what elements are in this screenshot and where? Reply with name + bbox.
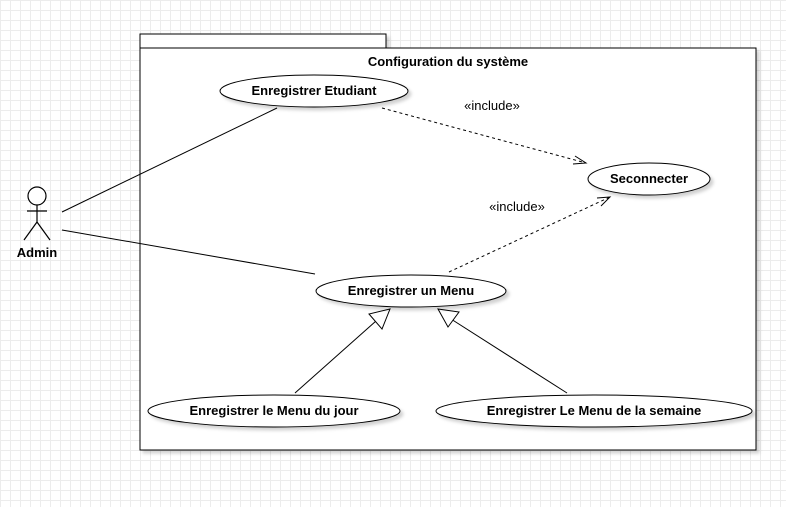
use-case-label: Enregistrer Etudiant: [252, 83, 378, 98]
include-menu-seconnecter[interactable]: [448, 196, 612, 273]
open-arrowhead-icon: [596, 196, 612, 207]
hollow-triangle-arrowhead-icon: [437, 308, 460, 328]
use-case-menu-du-jour[interactable]: Enregistrer le Menu du jour: [147, 394, 401, 428]
include-etudiant-seconnecter[interactable]: [381, 107, 588, 165]
open-arrowhead-icon: [572, 155, 588, 165]
use-case-label: Enregistrer le Menu du jour: [189, 403, 358, 418]
hollow-triangle-arrowhead-icon: [368, 308, 391, 330]
use-case-enregistrer-menu[interactable]: Enregistrer un Menu: [315, 274, 507, 308]
association-admin-menu[interactable]: [61, 229, 316, 275]
stick-figure-icon: [23, 186, 51, 241]
generalization-semaine-menu[interactable]: [437, 308, 568, 394]
system-boundary[interactable]: Configuration du système: [139, 33, 757, 451]
actor-label: Admin: [17, 245, 58, 260]
use-case-label: Seconnecter: [610, 171, 688, 186]
include-label-2: «include»: [489, 199, 545, 214]
use-case-seconnecter[interactable]: Seconnecter: [587, 162, 711, 196]
system-title: Configuration du système: [368, 54, 528, 69]
use-case-label: Enregistrer un Menu: [348, 283, 474, 298]
association-admin-etudiant[interactable]: [61, 107, 278, 213]
use-case-enregistrer-etudiant[interactable]: Enregistrer Etudiant: [219, 74, 409, 108]
use-case-label: Enregistrer Le Menu de la semaine: [487, 403, 702, 418]
use-case-menu-semaine[interactable]: Enregistrer Le Menu de la semaine: [435, 394, 753, 428]
actor-admin[interactable]: Admin: [17, 186, 58, 260]
include-label-1: «include»: [464, 98, 520, 113]
package-tab: [139, 33, 387, 49]
generalization-jour-menu[interactable]: [294, 308, 391, 394]
package-body: [139, 47, 757, 451]
